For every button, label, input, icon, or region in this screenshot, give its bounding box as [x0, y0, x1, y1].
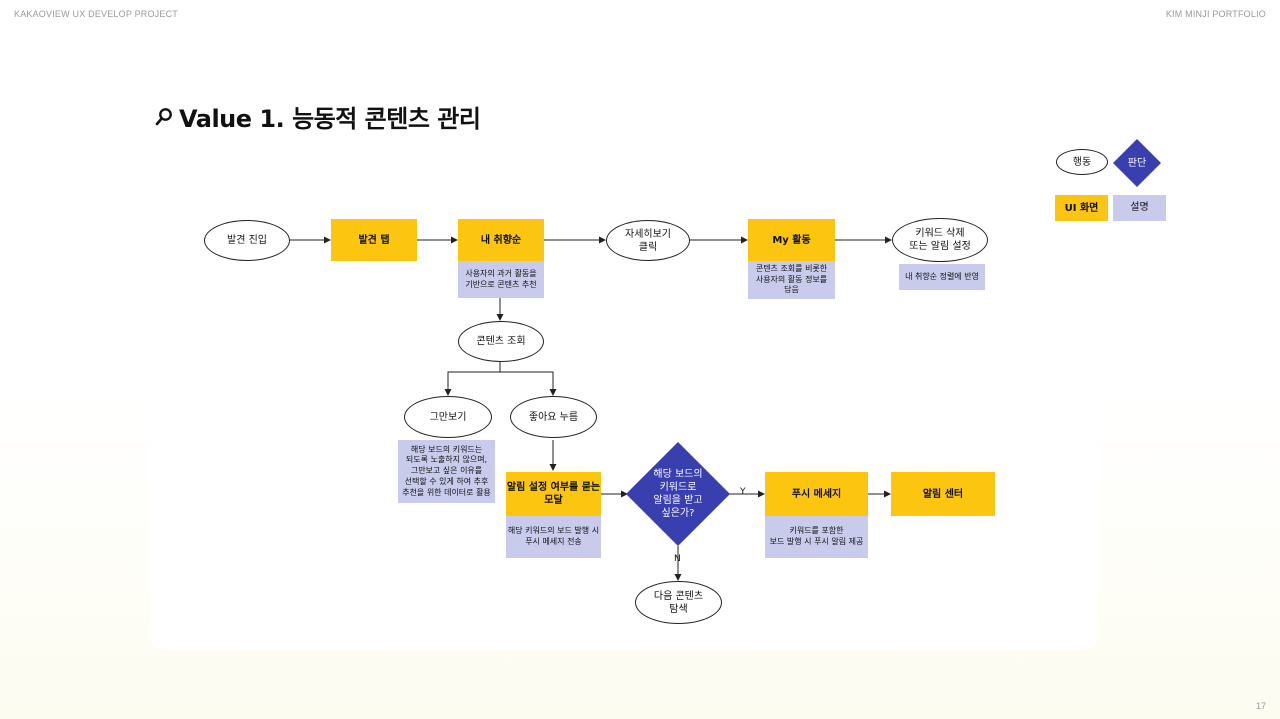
alarm-modal-node: 알림 설정 여부를 묻는 모달: [506, 472, 601, 516]
keyword-delete-node: 키워드 삭제 또는 알림 설정: [892, 218, 988, 262]
decision-question: 해당 보드의 키워드로 알림을 받고 싶은가?: [653, 469, 703, 519]
my-taste-node: 내 취향순: [458, 219, 544, 261]
edge-view-branch-right: [500, 371, 557, 396]
project-header: KAKAOVIEW UX DEVELOP PROJECT: [14, 9, 178, 19]
push-message-node: 푸시 메세지: [765, 472, 868, 516]
alarm-modal-desc: 해당 키워드의 보드 발행 시 푸시 메세지 전송: [506, 516, 601, 558]
stop-seeing-node: 그만보기: [404, 396, 492, 438]
view-detail-node: 자세히보기 클릭: [606, 220, 690, 261]
legend-decision-diamond: [1113, 139, 1161, 187]
portfolio-header: KIM MINJI PORTFOLIO: [1165, 9, 1266, 19]
search-icon: [155, 107, 172, 125]
decision-diamond: [626, 442, 730, 546]
keyword-delete-desc: 내 취향순 정렬에 반영: [899, 264, 985, 290]
my-taste-desc: 사용자의 과거 활동을 기반으로 콘텐츠 추천: [458, 261, 544, 298]
edge-label-no: N: [674, 554, 681, 564]
legend-description: 설명: [1113, 195, 1166, 221]
legend-ui-screen: UI 화면: [1055, 195, 1108, 221]
edge-label-yes: Y: [740, 487, 746, 497]
page-number: 17: [1255, 701, 1266, 711]
stop-seeing-desc: 해당 보드의 키워드는 되도록 노출하지 않으며, 그만보고 싶은 이유를 선택…: [398, 440, 495, 503]
push-message-desc: 키워드를 포함한 보드 발행 시 푸시 알림 제공: [765, 516, 868, 558]
my-activity-desc: 콘텐츠 조회를 비롯한 사용자의 활동 정보를 담음: [748, 261, 835, 299]
content-view-node: 콘텐츠 조회: [458, 321, 544, 362]
page-title-text: Value 1. 능동적 콘텐츠 관리: [179, 105, 481, 133]
page-title: Value 1. 능동적 콘텐츠 관리: [155, 99, 481, 134]
edge-view-branch-left: [444, 362, 501, 396]
my-activity-node: My 활동: [748, 219, 835, 261]
discover-enter-node: 발견 진입: [204, 220, 290, 261]
legend-action: 행동: [1056, 149, 1108, 175]
alarm-center-node: 알림 센터: [891, 472, 995, 516]
next-content-node: 다음 콘텐츠 탐색: [635, 581, 722, 624]
legend-decision-label: 판단: [1127, 157, 1147, 169]
like-node: 좋아요 누름: [510, 396, 597, 438]
discover-tab-node: 발견 탭: [331, 219, 417, 261]
